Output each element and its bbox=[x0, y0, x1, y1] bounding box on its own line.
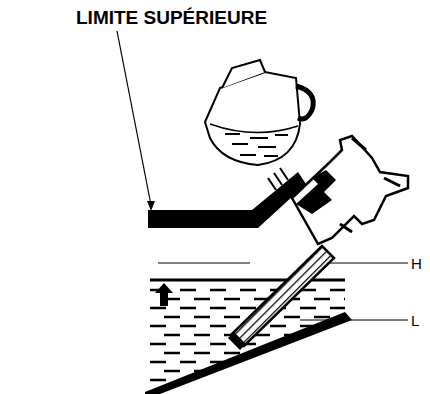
liquid-surface bbox=[150, 279, 345, 282]
reservoir-wall bbox=[148, 172, 306, 228]
dipstick bbox=[228, 246, 334, 350]
pitcher bbox=[205, 60, 313, 165]
level-label: H bbox=[410, 256, 423, 271]
callout-label: LIMITE SUPÉRIEURE bbox=[76, 8, 267, 27]
leader-line bbox=[117, 31, 151, 205]
liquid bbox=[150, 290, 360, 389]
rise-arrow bbox=[155, 283, 173, 306]
leader-arrowhead bbox=[147, 201, 155, 211]
level-line-l bbox=[300, 320, 408, 321]
level-label: L bbox=[410, 313, 420, 328]
neck-thread bbox=[268, 168, 288, 190]
level-line-h bbox=[158, 263, 250, 264]
dipstick-cap bbox=[292, 136, 408, 244]
